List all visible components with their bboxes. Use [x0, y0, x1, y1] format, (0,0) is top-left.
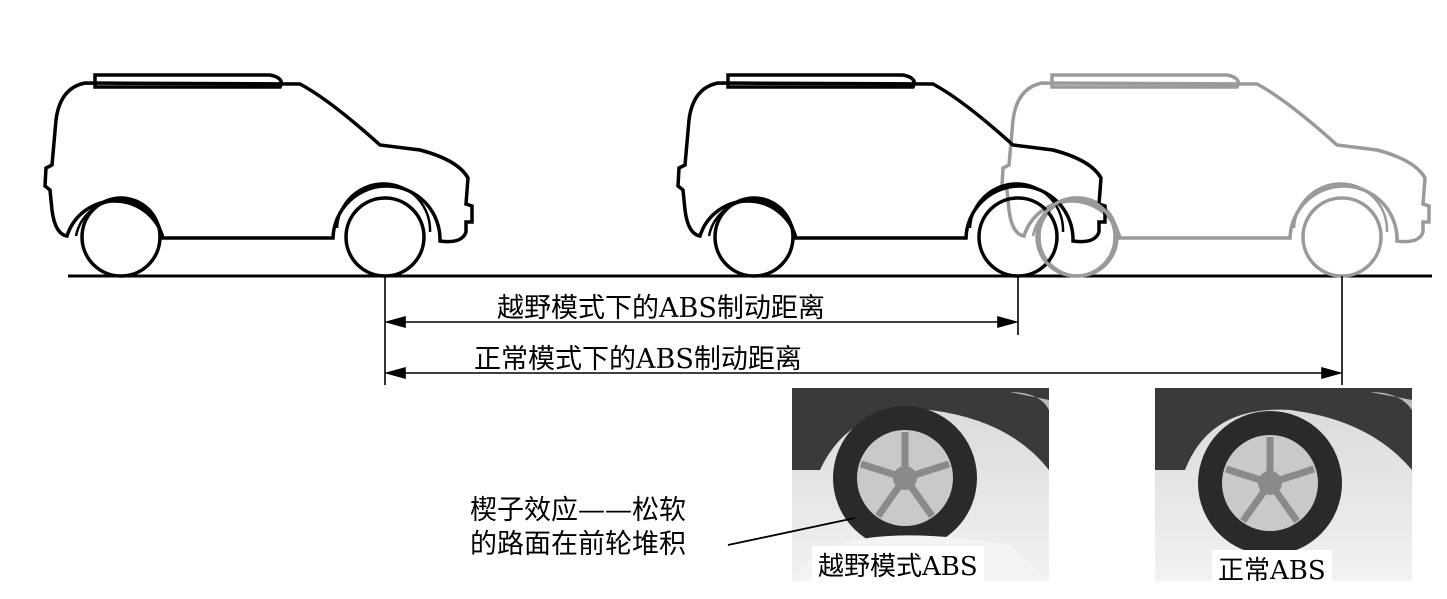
- annotation-leader: [727, 517, 856, 546]
- annotation-line-1: 楔子效应——松软: [470, 495, 686, 526]
- dimension-lines: [384, 276, 1343, 385]
- car-start: [43, 73, 474, 278]
- normal-photo-caption: 正常ABS: [1212, 550, 1332, 587]
- normal-distance-label: 正常模式下的ABS制动距离: [474, 344, 802, 375]
- offroad-distance-label: 越野模式下的ABS制动距离: [497, 293, 825, 324]
- photo-normal-abs: [1155, 388, 1412, 581]
- wedge-effect-annotation: 楔子效应——松软 的路面在前轮堆积: [470, 494, 686, 562]
- annotation-line-2: 的路面在前轮堆积: [470, 529, 686, 560]
- ghost-front-wheel: [1035, 196, 1117, 278]
- offroad-photo-caption: 越野模式ABS: [812, 546, 984, 583]
